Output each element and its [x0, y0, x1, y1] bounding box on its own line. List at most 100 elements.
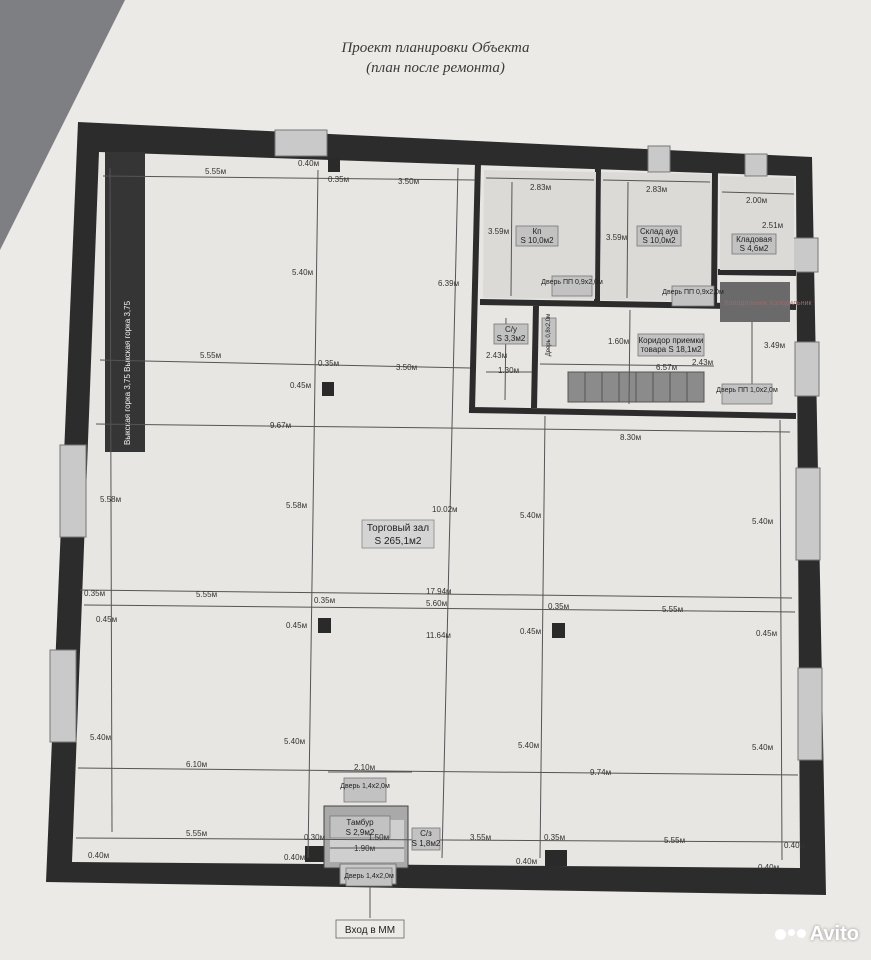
- dim-label: 5.40м: [752, 517, 773, 526]
- dim-label: 5.55м: [662, 605, 683, 614]
- door-4-label: Дверь 1,4х2,0м: [340, 783, 390, 790]
- plan-title-line2: (план после ремонта): [366, 60, 505, 76]
- dim-label: 0.35м: [314, 596, 335, 605]
- dim-label: 8.30м: [620, 433, 641, 442]
- dim-label: 2.83м: [530, 183, 551, 192]
- dim-label: 2.00м: [746, 196, 767, 205]
- door-5-label: Дверь 1,4х2,0м: [344, 873, 394, 880]
- dim-label: 0.45м: [96, 615, 117, 624]
- tambur-name: Тамбур: [346, 818, 374, 827]
- window-top-1: [274, 129, 328, 157]
- dim-label: 0.35м: [318, 359, 339, 368]
- dim-label: 0.40м: [298, 159, 319, 168]
- dim-label: 5.55м: [186, 829, 207, 838]
- window-left-1: [59, 444, 87, 538]
- dim-label: 5.55м: [200, 351, 221, 360]
- windows: [49, 129, 823, 761]
- door-6-label: Дверь 0,8х2,0м: [546, 314, 552, 356]
- dim-label: 5.40м: [752, 743, 773, 752]
- dim-label: 5.40м: [90, 733, 111, 742]
- dim-label: 3.50м: [396, 363, 417, 372]
- dim-label: 3.50м: [398, 177, 419, 186]
- floor-area: [72, 152, 800, 868]
- window-right-4: [794, 341, 820, 397]
- plan-title: Проект планировки Объекта (план после ре…: [0, 38, 871, 78]
- window-right-3: [791, 237, 819, 273]
- corridor-area: товара S 18,1м2: [641, 345, 702, 354]
- column-2: [318, 618, 331, 633]
- corridor-name: Коридор приемки: [639, 336, 704, 345]
- dim-label: 1.50м: [368, 833, 389, 842]
- room-2-area: S 10,0м2: [642, 236, 676, 245]
- dim-label: 5.55м: [205, 167, 226, 176]
- window-right-1: [795, 467, 821, 561]
- room-1-name: Кп: [533, 227, 542, 236]
- door-3-label: Дверь ПП 1,0х2,0м: [716, 387, 778, 394]
- column-1: [322, 382, 334, 396]
- column-3: [552, 623, 565, 638]
- dim-label: 6.39м: [438, 279, 459, 288]
- dim-label: 3.59м: [488, 227, 509, 236]
- dim-label: 5.40м: [520, 511, 541, 520]
- dim-label: 2.51м: [762, 221, 783, 230]
- door-1-label: Дверь ПП 0,9х2,0м: [541, 279, 603, 286]
- room-label-boxes: [329, 225, 777, 887]
- dim-label: 5.55м: [664, 836, 685, 845]
- dim-label: 10.02м: [432, 505, 458, 514]
- dim-label: 0.45м: [756, 629, 777, 638]
- wc-name: С/у: [505, 325, 517, 334]
- dim-label: 0.35м: [328, 175, 349, 184]
- dim-label: 0.40м: [784, 841, 805, 850]
- door-2-label: Дверь ПП 0,9х2,0м: [662, 289, 724, 296]
- plan-title-line1: Проект планировки Объекта: [341, 40, 530, 56]
- dim-label: 1.90м: [354, 844, 375, 853]
- dim-label: 0.35м: [548, 602, 569, 611]
- cz-name: С/з: [420, 829, 432, 838]
- dim-label: 5.40м: [292, 268, 313, 277]
- dim-label: 0.35м: [84, 589, 105, 598]
- wall-board-label: Выкская горка 3,75 Выкская горка 3,75: [123, 300, 132, 445]
- dimension-lines: [75, 167, 801, 861]
- dim-label: 11.64м: [426, 631, 451, 640]
- window-top-3: [744, 153, 768, 177]
- avito-logo-icon: [774, 929, 806, 940]
- avito-watermark: Avito: [774, 923, 859, 946]
- window-top-2: [647, 145, 671, 173]
- hall-area: S 265,1м2: [375, 536, 422, 547]
- dim-label: 2.83м: [646, 185, 667, 194]
- dim-label: 0.30м: [304, 833, 325, 842]
- dim-label: 3.55м: [470, 833, 491, 842]
- dim-label: 0.45м: [286, 621, 307, 630]
- dim-label: 0.35м: [544, 833, 565, 842]
- dim-label: 6.57м: [656, 363, 677, 372]
- dim-label: 5.55м: [196, 590, 217, 599]
- wc-area: S 3,3м2: [497, 334, 526, 343]
- dim-label: 3.59м: [606, 233, 627, 242]
- window-right-2: [797, 667, 823, 761]
- room-3-area: S 4,6м2: [740, 244, 769, 253]
- dim-label: 5.40м: [284, 737, 305, 746]
- dim-label: 6.10м: [186, 760, 207, 769]
- equipment-block: Холодильник Холодильник: [567, 282, 812, 403]
- hall-name: Торговый зал: [367, 523, 429, 534]
- dim-label: 0.45м: [290, 381, 311, 390]
- dim-label: 1.30м: [498, 366, 519, 375]
- dim-label: 1.60м: [608, 337, 629, 346]
- room-3-name: Кладовая: [736, 235, 772, 244]
- dim-label: 9.67м: [270, 421, 291, 430]
- entrance-label: Вход в ММ: [345, 925, 395, 936]
- columns: [305, 158, 567, 866]
- dim-label: 0.45м: [520, 627, 541, 636]
- dim-label: 5.60м: [426, 599, 447, 608]
- dim-label: 3.49м: [764, 341, 785, 350]
- dim-label: 2.10м: [354, 763, 375, 772]
- column-6: [545, 850, 567, 866]
- window-left-2: [49, 649, 77, 743]
- dim-label: 2.43м: [692, 358, 713, 367]
- dim-label: 9.74м: [590, 768, 611, 777]
- dim-label: 5.40м: [518, 741, 539, 750]
- tambur-area: S 2,9м2: [346, 828, 375, 837]
- equipment-label: Холодильник Холодильник: [724, 300, 812, 307]
- wall-board: Выкская горка 3,75 Выкская горка 3,75: [105, 152, 145, 452]
